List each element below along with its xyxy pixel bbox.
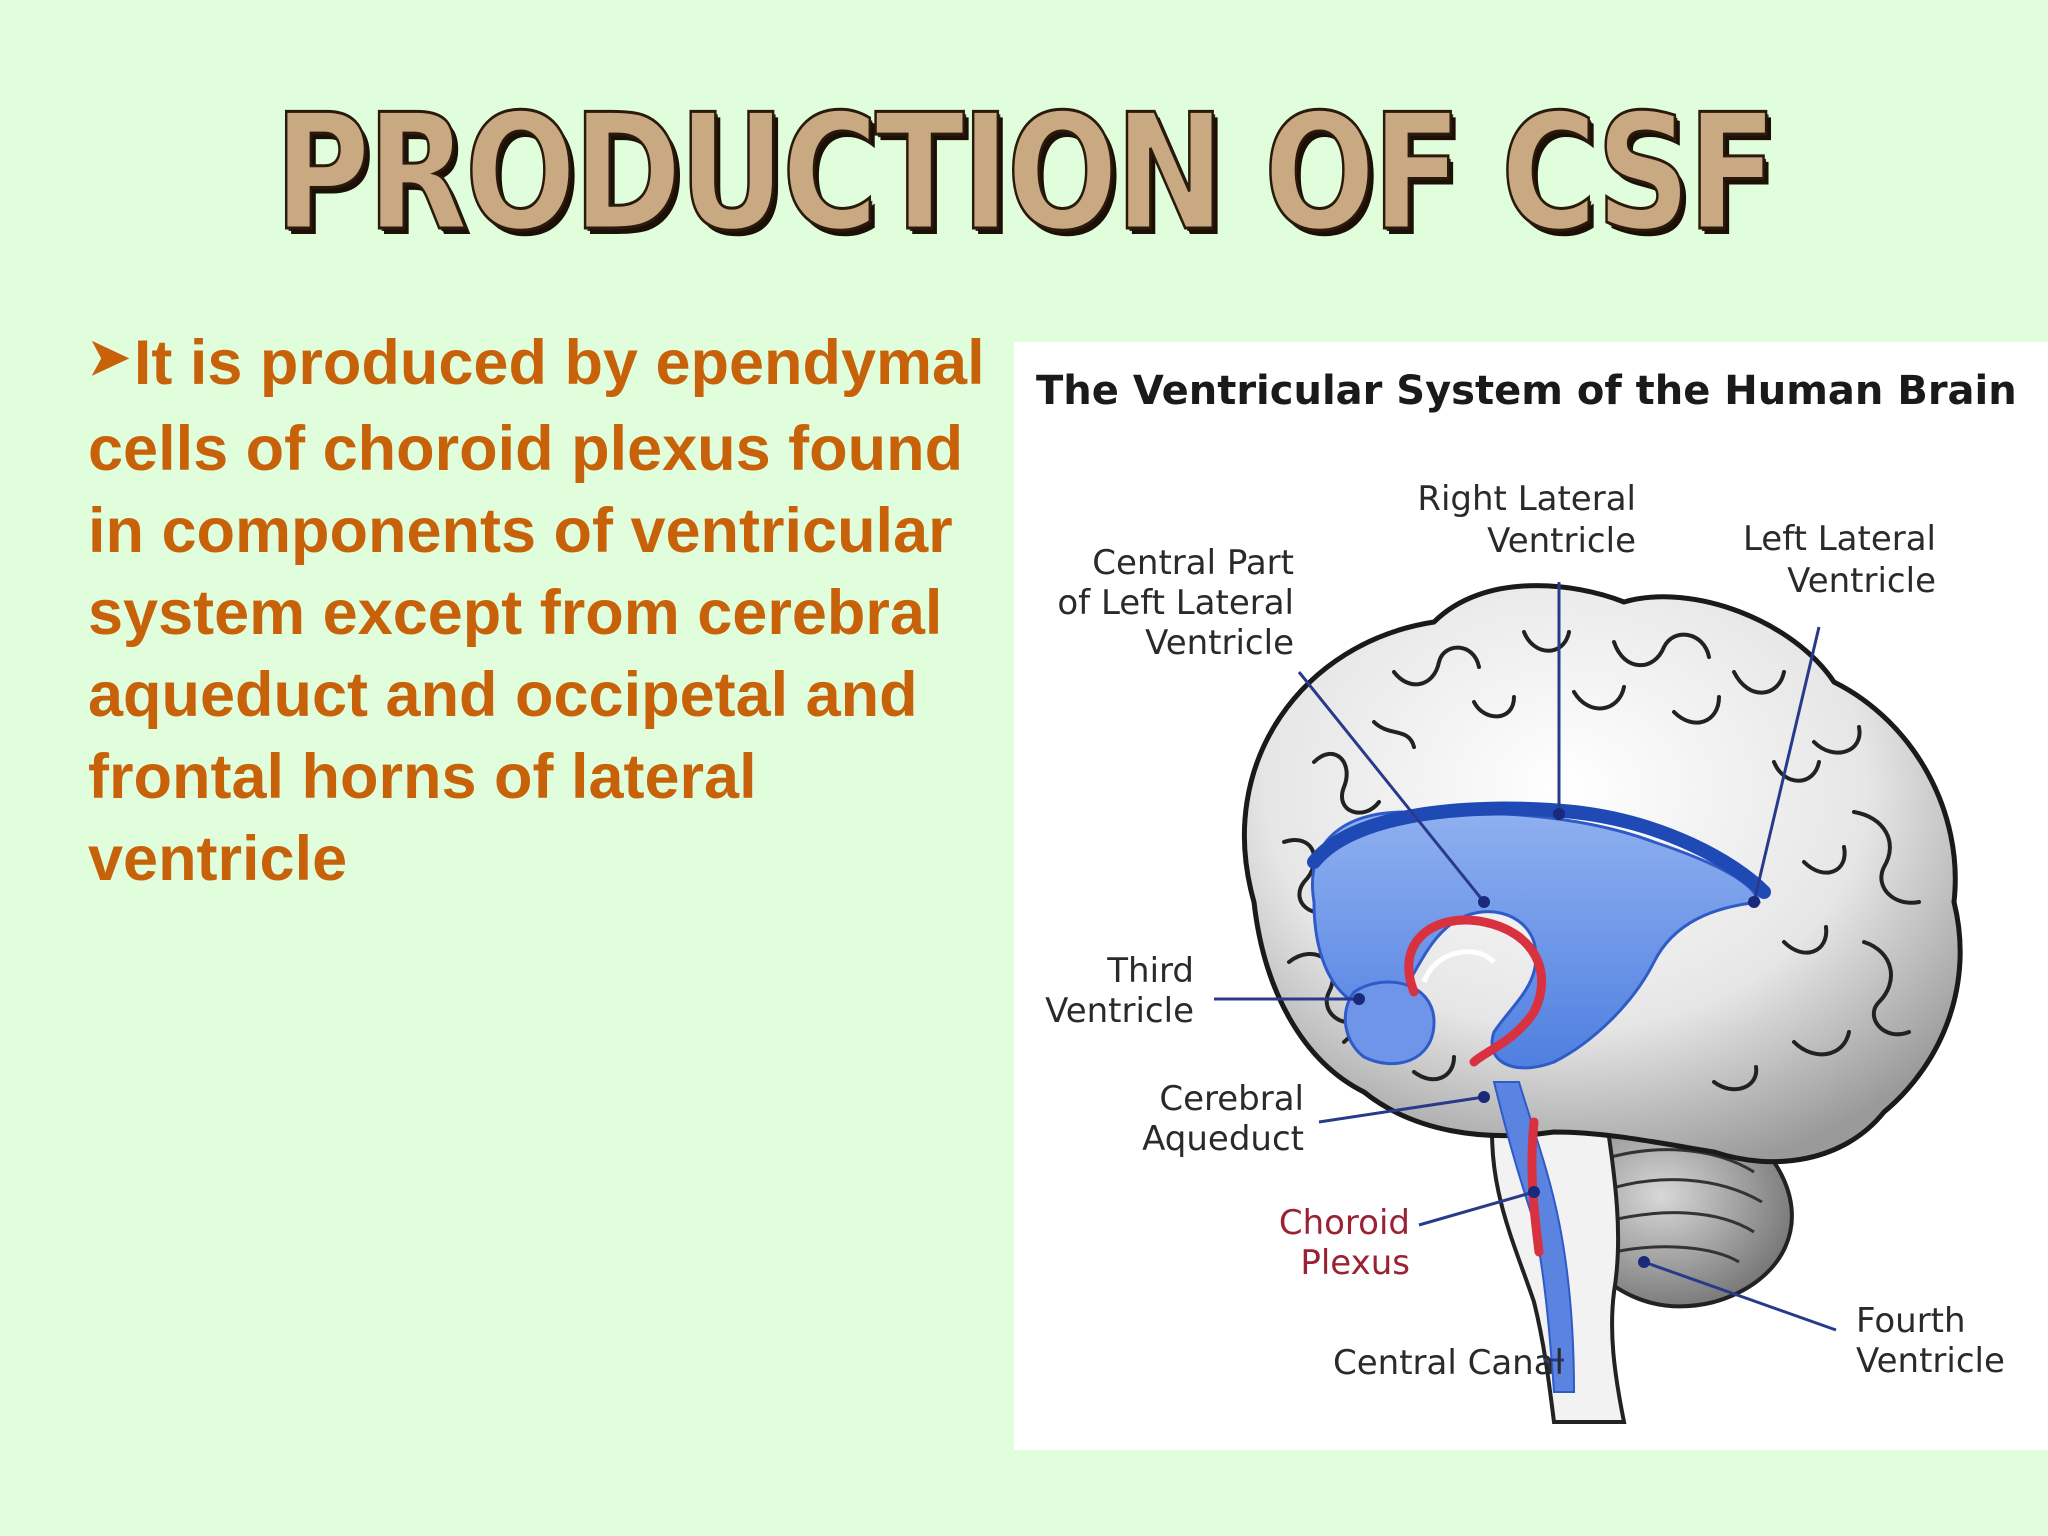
label-fourth-ventricle-line2: Ventricle: [1856, 1341, 2005, 1381]
label-left-lateral-line2: Ventricle: [1787, 561, 1936, 601]
label-third-ventricle-line1: Third: [1106, 951, 1194, 991]
label-left-lateral-line1: Left Lateral: [1743, 519, 1936, 559]
label-third-ventricle-line2: Ventricle: [1045, 991, 1194, 1031]
label-aqueduct-line1: Cerebral: [1159, 1079, 1304, 1119]
label-fourth-ventricle-line1: Fourth: [1856, 1301, 1966, 1341]
label-central-part-line1: Central Part: [1092, 543, 1294, 583]
label-choroid-line2: Plexus: [1300, 1243, 1410, 1283]
figure-title: The Ventricular System of the Human Brai…: [1036, 368, 2017, 414]
label-central-part-line3: Ventricle: [1145, 623, 1294, 663]
aqueduct-shape: [1492, 1081, 1576, 1393]
ventricular-system-figure: The Ventricular System of the Human Brai…: [1014, 342, 2048, 1450]
label-choroid-line1: Choroid: [1279, 1203, 1410, 1243]
bullet-text: It is produced by ependymal cells of cho…: [88, 328, 985, 894]
arrow-bullet-icon: ➤: [88, 329, 130, 385]
label-central-canal: Central Canal: [1333, 1343, 1564, 1383]
pointer-lines: [1214, 582, 1837, 1362]
label-right-lateral-line2: Ventricle: [1487, 521, 1636, 561]
bullet-point: ➤It is produced by ependymal cells of ch…: [88, 322, 988, 900]
pointer-dots: [1353, 808, 1760, 1268]
label-right-lateral-line1: Right Lateral: [1417, 479, 1636, 519]
brain-diagram: The Ventricular System of the Human Brai…: [1036, 368, 2017, 1424]
third-ventricle-shape: [1343, 980, 1436, 1066]
label-central-part-line2: of Left Lateral: [1057, 583, 1294, 623]
label-aqueduct-line2: Aqueduct: [1142, 1119, 1304, 1159]
slide-title: PRODUCTION OF CSF: [273, 79, 1778, 266]
brain-gyri: [1282, 630, 1921, 1092]
